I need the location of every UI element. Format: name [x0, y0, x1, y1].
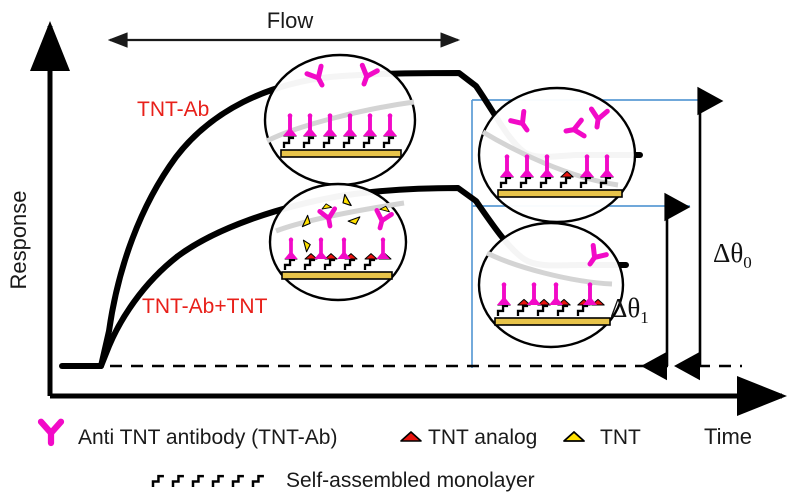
delta-theta-0-subscript: 0	[743, 253, 752, 272]
legend-item-tnt-analog: TNT analog	[400, 426, 537, 449]
legend-label-sam: Self-assembled monolayer	[286, 469, 535, 492]
yellow-triangle-icon	[563, 431, 585, 442]
zigzag-chain-icon	[151, 474, 266, 489]
flow-label: Flow	[267, 8, 314, 33]
delta-theta-1-symbol: Δθ	[610, 293, 640, 323]
curve-label-tnt-ab: TNT-Ab	[137, 98, 209, 121]
delta-theta-0-measure: Δθ0	[674, 86, 752, 381]
delta-theta-0-symbol: Δθ	[713, 238, 743, 268]
y-axis-label: Response	[6, 190, 31, 289]
flow-indicator: Flow	[107, 8, 461, 48]
delta-theta-1-subscript: 1	[640, 308, 649, 327]
x-axis-label: Time	[704, 424, 752, 449]
legend-label-antibody: Anti TNT antibody (TNT-Ab)	[78, 426, 337, 449]
inset-middle-competition	[268, 182, 408, 302]
red-triangle-icon	[400, 431, 422, 442]
curve-label-tnt-ab-tnt: TNT-Ab+TNT	[142, 295, 268, 318]
delta-theta-1-measure: Δθ1	[610, 192, 691, 381]
inset-right-regeneration-high	[477, 86, 637, 224]
inset-right-regeneration-low	[477, 221, 625, 349]
legend-item-sam: Self-assembled monolayer	[151, 469, 535, 492]
legend-label-tnt-analog: TNT analog	[428, 426, 537, 449]
y-shaped-antibody-icon	[41, 422, 61, 443]
inset-top-binding	[263, 53, 417, 187]
delta-theta-1-label: Δθ1	[610, 293, 649, 327]
delta-theta-0-label: Δθ0	[713, 238, 752, 272]
legend-item-antibody: Anti TNT antibody (TNT-Ab)	[41, 422, 337, 449]
legend-label-tnt: TNT	[600, 426, 641, 449]
legend: Anti TNT antibody (TNT-Ab) TNT analog TN…	[41, 422, 641, 492]
legend-item-tnt: TNT	[563, 426, 641, 449]
axes: Response Time	[6, 21, 787, 449]
